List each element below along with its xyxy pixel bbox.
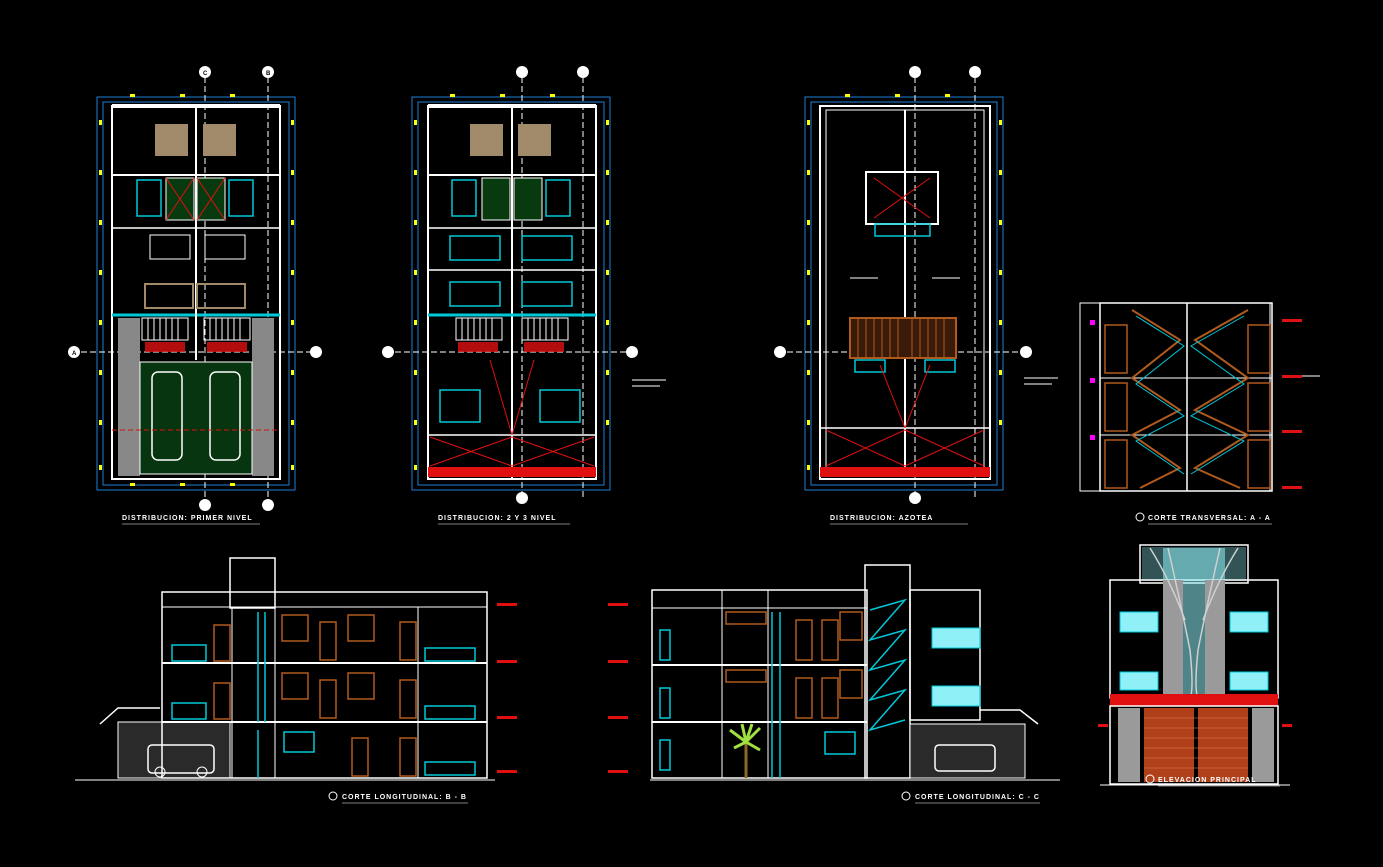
elevation-principal: ELEVACION PRINCIPAL: [1098, 544, 1292, 787]
section-transversal-title: CORTE TRANSVERSAL: A - A: [1148, 515, 1271, 522]
section-longitudinal-c-c: CORTE LONGITUDINAL: C - C: [608, 564, 1060, 804]
plan-primer-nivel: C B A DISTRIBUCION: PRIMER NIVEL: [68, 66, 322, 525]
plan-azotea: DISTRIBUCION: AZOTEA: [774, 66, 1058, 525]
plan-primer-nivel-title: DISTRIBUCION: PRIMER NIVEL: [122, 515, 253, 522]
plan-segundo-tercer-nivel: DISTRIBUCION: 2 Y 3 NIVEL: [382, 66, 666, 525]
section-transversal-a-a: CORTE TRANSVERSAL: A - A: [1079, 302, 1320, 525]
axis-bubble-a-left: A: [72, 351, 77, 357]
plan-segundo-tercer-nivel-title: DISTRIBUCION: 2 Y 3 NIVEL: [438, 515, 556, 522]
axis-bubble-b-top: B: [266, 71, 271, 77]
elevation-title: ELEVACION PRINCIPAL: [1158, 777, 1256, 784]
section-longitudinal-b-b: CORTE LONGITUDINAL: B - B: [75, 557, 517, 804]
axis-bubble-c-top: C: [203, 71, 208, 77]
palm-tree-icon: [729, 723, 762, 778]
section-long-b-title: CORTE LONGITUDINAL: B - B: [342, 794, 467, 801]
plan-azotea-title: DISTRIBUCION: AZOTEA: [830, 515, 933, 522]
section-long-c-title: CORTE LONGITUDINAL: C - C: [915, 794, 1040, 801]
